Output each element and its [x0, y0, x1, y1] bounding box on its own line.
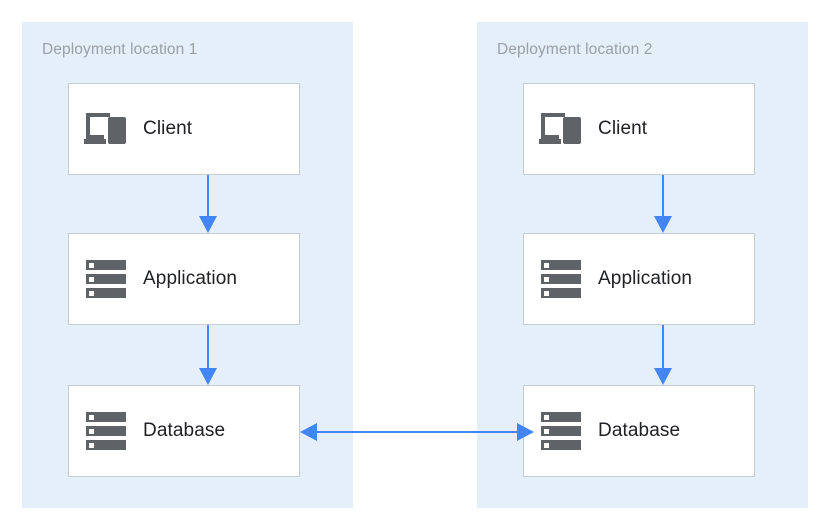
arrow-head-down [199, 368, 217, 385]
arrow-head-down [654, 216, 672, 233]
server-bar [86, 440, 126, 450]
server-bar [541, 274, 581, 284]
arrow-head-down [199, 216, 217, 233]
server-bar [541, 440, 581, 450]
deployment-location-2-title: Deployment location 2 [497, 41, 653, 58]
devices-icon [524, 111, 598, 147]
deployment-location-1-title: Deployment location 1 [42, 41, 198, 58]
arrow-shaft [314, 431, 520, 434]
arrow-client-to-application-location-1 [196, 175, 220, 233]
server-bar [86, 288, 126, 298]
devices-icon [69, 111, 143, 147]
node-label-database: Database [143, 420, 226, 441]
arrow-head-left [300, 423, 317, 441]
arrow-application-to-database-location-1 [196, 325, 220, 385]
server-icon [69, 259, 143, 299]
arrow-shaft [662, 175, 665, 217]
node-application-location-1[interactable]: Application [68, 233, 300, 325]
node-label-client: Client [598, 118, 648, 139]
server-bar [86, 274, 126, 284]
server-bar [86, 412, 126, 422]
node-client-location-1[interactable]: Client [68, 83, 300, 175]
arrow-shaft [207, 325, 210, 369]
arrow-head-right [517, 423, 534, 441]
node-database-location-2[interactable]: Database [523, 385, 755, 477]
server-icon [524, 259, 598, 299]
node-application-location-2[interactable]: Application [523, 233, 755, 325]
node-label-application: Application [598, 268, 693, 289]
arrow-client-to-application-location-2 [651, 175, 675, 233]
server-icon [524, 411, 598, 451]
server-bar [541, 426, 581, 436]
node-database-location-1[interactable]: Database [68, 385, 300, 477]
arrow-shaft [207, 175, 210, 217]
server-icon [69, 411, 143, 451]
deployment-location-1-panel: Deployment location 1 Client [22, 22, 353, 508]
server-bar [86, 260, 126, 270]
node-label-client: Client [143, 118, 193, 139]
node-label-application: Application [143, 268, 238, 289]
arrow-database-replication-bidirectional [300, 420, 534, 444]
node-client-location-2[interactable]: Client [523, 83, 755, 175]
server-bar [86, 426, 126, 436]
arrow-application-to-database-location-2 [651, 325, 675, 385]
arrow-head-down [654, 368, 672, 385]
server-bar [541, 412, 581, 422]
node-label-database: Database [598, 420, 681, 441]
arrow-shaft [662, 325, 665, 369]
server-bar [541, 260, 581, 270]
server-bar [541, 288, 581, 298]
